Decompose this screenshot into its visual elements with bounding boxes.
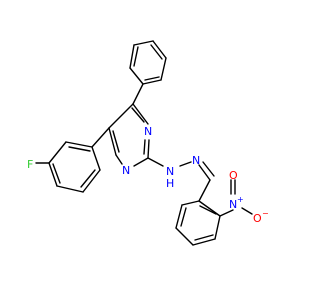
bond bbox=[133, 40, 154, 46]
atom-label-hydrazone-n1-h: H bbox=[166, 177, 174, 190]
bond bbox=[150, 44, 163, 60]
bond bbox=[65, 141, 93, 148]
bond bbox=[108, 103, 134, 129]
bond bbox=[68, 146, 91, 152]
bond bbox=[82, 169, 101, 193]
bond bbox=[175, 204, 183, 229]
bond bbox=[198, 179, 211, 202]
atom-label-nitro-o-right: O bbox=[253, 212, 262, 225]
bond bbox=[129, 44, 135, 69]
bond bbox=[131, 107, 145, 123]
bond bbox=[241, 207, 253, 215]
bond bbox=[80, 169, 96, 188]
molecule-svg: F N N N H N N + O O − bbox=[27, 40, 269, 246]
bond bbox=[112, 130, 120, 153]
bond bbox=[48, 141, 67, 164]
atom-label-hydrazone-n1: N bbox=[166, 165, 174, 178]
bond bbox=[194, 234, 214, 241]
bond bbox=[48, 162, 58, 187]
atom-label-nitro-o-upper: O bbox=[229, 169, 238, 182]
bond bbox=[147, 157, 164, 167]
bond bbox=[56, 185, 84, 193]
bond bbox=[181, 200, 200, 206]
bond bbox=[152, 40, 167, 59]
bond bbox=[199, 205, 217, 215]
bond bbox=[108, 127, 117, 156]
bond bbox=[133, 157, 149, 167]
bond bbox=[147, 139, 150, 159]
bond bbox=[132, 103, 149, 125]
bond bbox=[143, 139, 146, 155]
bond bbox=[175, 227, 194, 246]
atom-label-layer: F N N N H N N + O O − bbox=[27, 125, 269, 225]
atom-label-pyrimidine-n-upper: N bbox=[144, 125, 152, 138]
atom-label-fluorine: F bbox=[27, 158, 33, 171]
bond bbox=[198, 200, 221, 217]
bond bbox=[202, 161, 215, 177]
bond bbox=[198, 164, 211, 181]
bond bbox=[144, 76, 160, 81]
bond bbox=[115, 154, 123, 165]
molecule-structure: F N N N H N N + O O − bbox=[27, 40, 269, 246]
bond bbox=[219, 209, 234, 217]
bond bbox=[52, 163, 61, 184]
bond bbox=[179, 161, 192, 167]
bond bbox=[160, 57, 167, 81]
bond bbox=[91, 127, 110, 148]
atom-label-nitro-n: N bbox=[229, 198, 237, 211]
bond-layer bbox=[35, 40, 253, 246]
atom-label-nitro-o-charge: − bbox=[262, 209, 269, 218]
bond bbox=[129, 67, 144, 85]
bond bbox=[214, 215, 221, 240]
atom-label-pyrimidine-n-lower: N bbox=[122, 164, 130, 177]
bond bbox=[133, 46, 139, 67]
bond bbox=[142, 79, 162, 85]
bond bbox=[91, 146, 101, 171]
atom-label-hydrazone-n2: N bbox=[192, 154, 200, 167]
bond bbox=[192, 238, 216, 246]
atom-label-nitro-n-charge: + bbox=[237, 195, 244, 204]
bond bbox=[180, 207, 187, 227]
bond bbox=[132, 83, 144, 105]
